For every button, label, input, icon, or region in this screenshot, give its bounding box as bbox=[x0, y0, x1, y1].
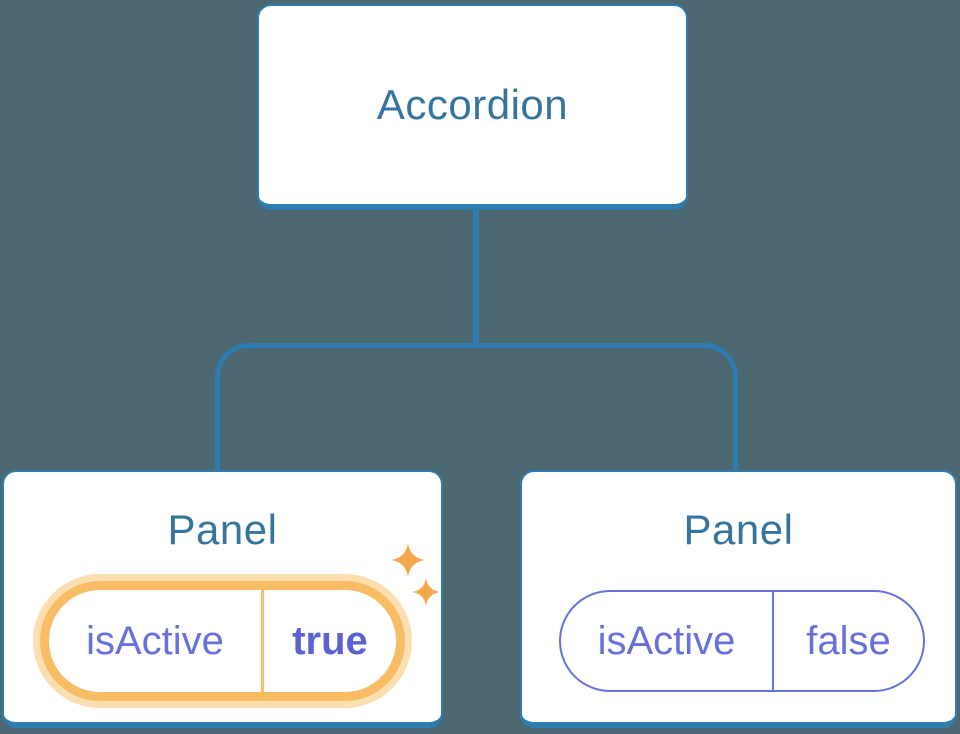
prop-value-cell: true bbox=[264, 590, 396, 692]
prop-pill-active: isActive true bbox=[33, 574, 412, 708]
accordion-node: Accordion bbox=[257, 4, 688, 210]
panel-node-inactive: Panel isActive false bbox=[520, 470, 957, 728]
prop-pill-inactive: isActive false bbox=[559, 590, 925, 692]
accordion-node-label: Accordion bbox=[376, 81, 569, 128]
prop-value-label: true bbox=[292, 618, 368, 663]
panel-node-active: Panel isActive true bbox=[2, 470, 443, 728]
prop-name-label: isActive bbox=[86, 618, 224, 663]
connector-stem bbox=[473, 206, 479, 346]
prop-value-label: false bbox=[806, 618, 891, 663]
panel-title: Panel bbox=[683, 506, 794, 553]
sparkle-icon-large bbox=[391, 543, 425, 577]
prop-name-cell: isActive bbox=[561, 592, 774, 690]
prop-pill-active-ring: isActive true bbox=[40, 581, 405, 701]
prop-name-label: isActive bbox=[597, 618, 736, 663]
prop-value-cell: false bbox=[774, 592, 923, 690]
panel-title: Panel bbox=[167, 506, 278, 553]
sparkle-icon-small bbox=[412, 578, 440, 606]
prop-name-cell: isActive bbox=[49, 590, 264, 692]
prop-pill-active-body: isActive true bbox=[49, 590, 396, 692]
connector-bracket bbox=[215, 343, 738, 471]
